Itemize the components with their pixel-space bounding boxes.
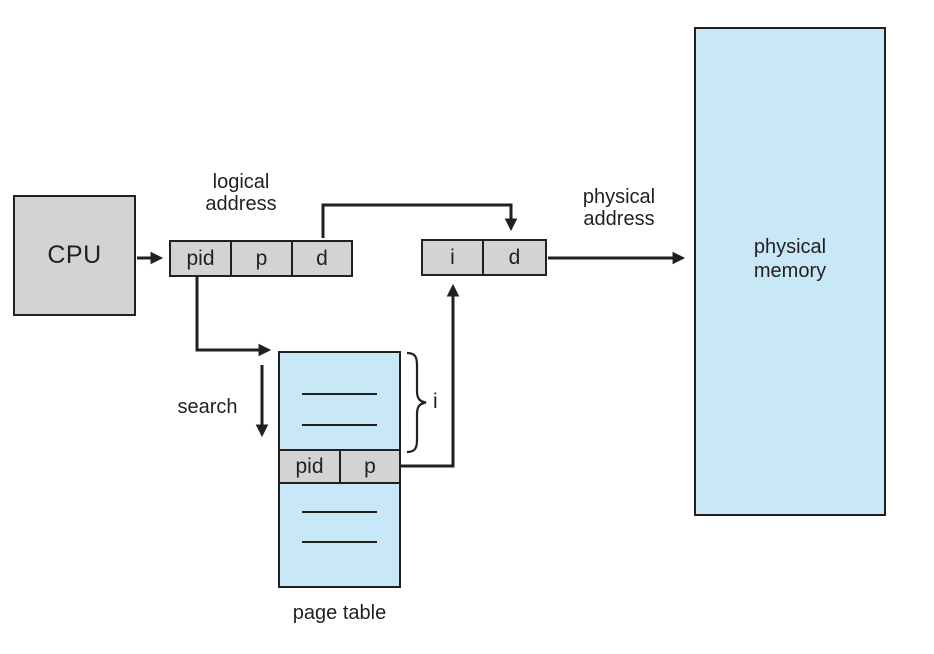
match-cell-pid: pid [295,454,324,478]
physical-address-label: physical address [582,186,656,230]
cpu-label: CPU [47,241,102,269]
page-table-caption: page table [292,602,387,624]
index-i-label: i [433,390,438,413]
physical-memory-box: physical memory [694,27,886,516]
register-cell-d2: d [482,241,545,274]
physical-memory-label: physical memory [753,235,827,282]
physical-address-register: i d [421,239,547,276]
register-cell-i: i [450,245,455,269]
match-cell-p: p [339,451,399,482]
arrow-d-to-physical-register [321,203,518,238]
register-cell-pid: pid [186,246,215,270]
page-table-entry-line [302,511,377,513]
arrow-pid-to-page-table [195,277,272,357]
register-cell-d: d [291,242,351,275]
cpu-box: CPU [13,195,136,316]
page-table-entry-line [302,424,377,426]
logical-address-register: pid p d [169,240,353,277]
page-table-entry-line [302,541,377,543]
logical-address-label: logical address [205,171,277,215]
register-cell-p: p [230,242,291,275]
index-range-brace [406,351,427,454]
search-label: search [177,396,238,418]
page-table-entry-line [302,393,377,395]
arrow-match-row-to-i-cell [401,283,460,468]
page-table-match-row: pid p [278,449,401,484]
